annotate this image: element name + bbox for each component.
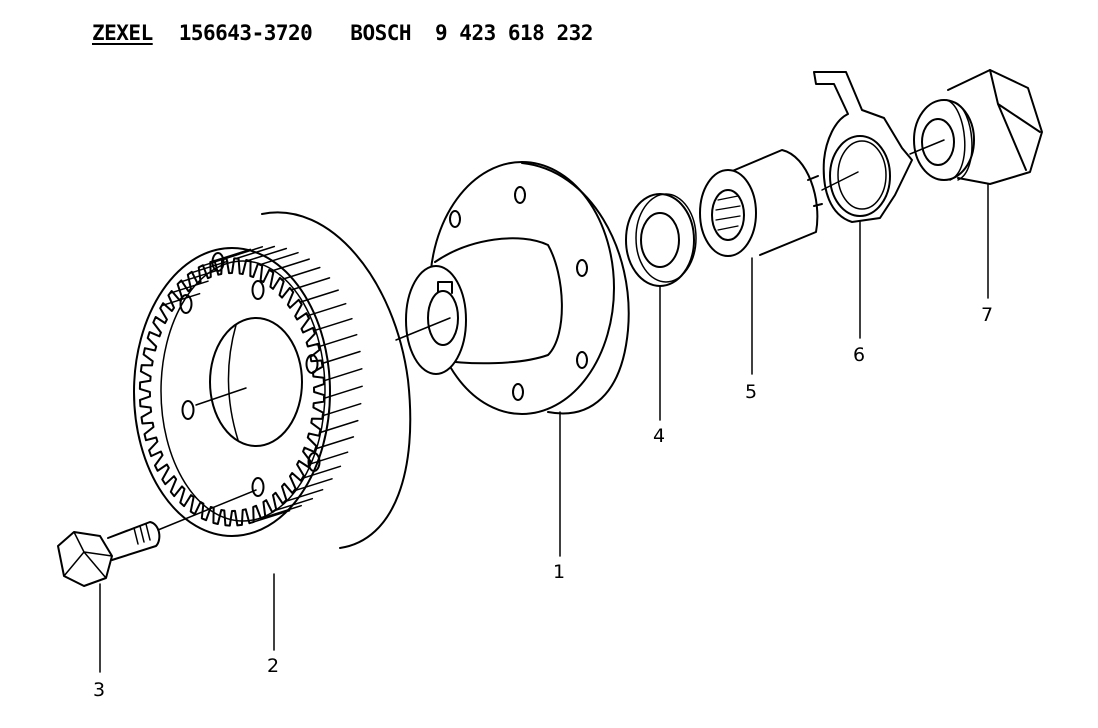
gear-hole xyxy=(181,400,195,420)
sleeve-bore xyxy=(711,189,745,241)
hub-cone xyxy=(434,237,563,365)
lockplate-hole-inner xyxy=(837,140,887,210)
hexplug-part xyxy=(909,69,1043,185)
hexplug-thread-lines xyxy=(945,99,973,181)
gear-tooth-depth xyxy=(270,258,310,272)
hexplug-bore xyxy=(921,118,955,166)
callout-labels: 1 2 3 4 5 6 7 xyxy=(93,304,993,701)
gear-hole xyxy=(307,452,321,472)
lockplate-hole xyxy=(829,135,891,217)
maker-number: 9 423 618 232 xyxy=(435,21,593,45)
gear-hole xyxy=(211,252,225,272)
sleeve-thread xyxy=(715,195,741,231)
callout-5: 5 xyxy=(745,381,757,403)
gear-axis-line xyxy=(195,387,247,406)
gear-inner-ring xyxy=(160,260,326,522)
lockplate-part xyxy=(813,71,913,223)
gear-hole xyxy=(251,477,265,497)
bolt-thread xyxy=(133,523,151,545)
bolt-head-edge xyxy=(63,531,113,579)
callout-4: 4 xyxy=(653,425,665,447)
gear-hole xyxy=(305,354,319,374)
gear-tooth-depth xyxy=(290,277,331,291)
gear-tooth-depth xyxy=(281,266,321,281)
gear-tooth-depth xyxy=(223,246,264,260)
brand-label: ZEXEL xyxy=(92,21,153,45)
hub-hole xyxy=(576,259,588,277)
gear-tooth-depth xyxy=(259,251,299,266)
bolt-axis-line xyxy=(157,489,257,531)
gear-back-teeth xyxy=(160,211,412,549)
washer-part xyxy=(625,193,697,287)
gear-tooth-depth xyxy=(211,248,252,263)
gear-tooth-depth xyxy=(293,478,333,492)
hub-keyway xyxy=(437,281,453,294)
hub-flange-edge xyxy=(521,162,630,415)
washer-outer-back xyxy=(635,193,697,283)
sleeve-body xyxy=(729,149,819,256)
hexplug-hex-edge xyxy=(989,69,1041,171)
gear-tooth-depth xyxy=(283,488,324,503)
gear-bolt-holes xyxy=(179,252,321,497)
bolt-shank xyxy=(107,521,161,561)
hub-part xyxy=(395,161,630,415)
gear-hole xyxy=(179,294,193,314)
gear-face-ring xyxy=(133,247,331,537)
maker-label: BOSCH xyxy=(350,21,412,45)
lockplate-tab xyxy=(813,71,913,223)
hub-hole xyxy=(514,186,526,204)
hub-hole xyxy=(576,351,588,369)
gear-bore xyxy=(209,317,303,447)
bolt-part xyxy=(57,489,257,587)
gear-tooth-depth xyxy=(262,504,302,519)
callout-2: 2 xyxy=(267,655,279,677)
hub-bore xyxy=(427,290,459,346)
gear-back-rim xyxy=(261,211,412,549)
gear-tooth-depth xyxy=(250,509,291,524)
washer-inner xyxy=(640,212,680,268)
gear-tooth-depth xyxy=(308,451,349,465)
lockplate-axis-line xyxy=(821,171,859,191)
hub-axis-line xyxy=(395,317,451,341)
gear-tooth-depth xyxy=(169,280,209,294)
gear-tooth-depth xyxy=(247,247,288,262)
gear-hole xyxy=(251,280,265,300)
sleeve-face xyxy=(699,169,757,257)
callout-6: 6 xyxy=(853,344,865,366)
gear-tooth-depth xyxy=(314,436,355,450)
bolt-head xyxy=(57,531,113,587)
part-number: 156643-3720 xyxy=(178,21,313,45)
gear-bore-depth xyxy=(227,324,239,441)
diagram-header: ZEXEL 156643-3720 BOSCH 9 423 618 232 xyxy=(92,18,593,48)
gear-teeth xyxy=(138,257,326,527)
gear-tooth-depth xyxy=(301,465,342,480)
hexplug-axis-line xyxy=(909,139,945,155)
callout-7: 7 xyxy=(981,304,993,326)
sleeve-part xyxy=(699,149,823,257)
hub-hole xyxy=(512,383,524,401)
hub-hole xyxy=(449,210,461,228)
callout-3: 3 xyxy=(93,679,105,701)
leader-lines xyxy=(99,183,989,673)
callout-1: 1 xyxy=(553,561,565,583)
gear-part xyxy=(133,211,412,549)
sleeve-slot xyxy=(807,175,823,207)
